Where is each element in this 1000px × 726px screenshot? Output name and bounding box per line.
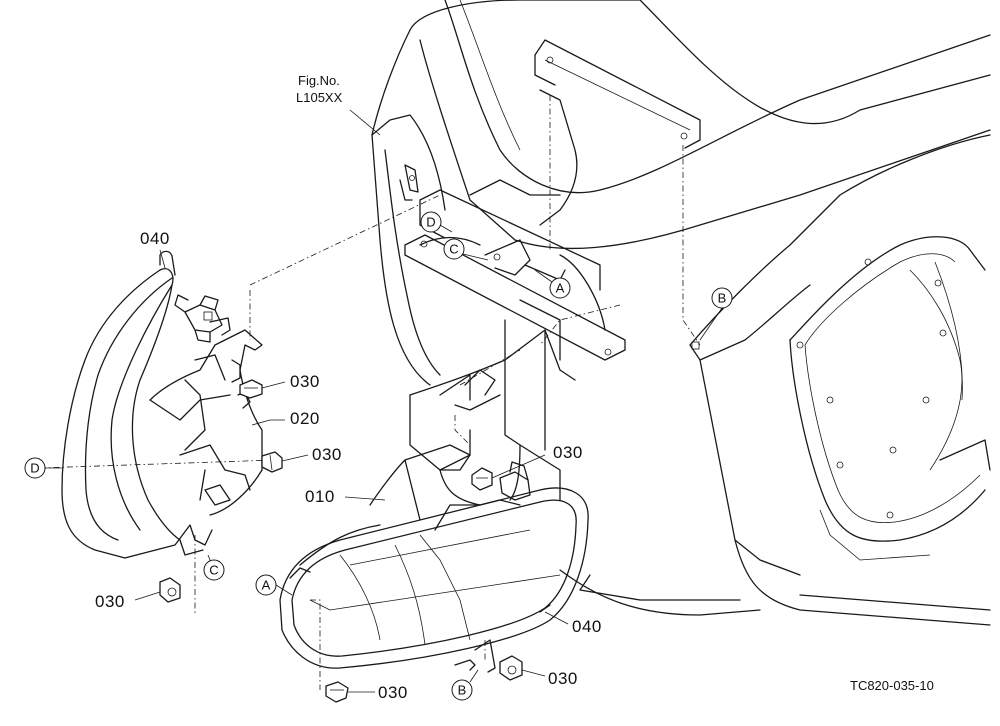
bolts	[159, 379, 523, 703]
svg-text:C: C	[449, 242, 458, 257]
leader-b-lower	[469, 669, 479, 683]
right-headlamp	[279, 444, 589, 673]
svg-text:D: D	[426, 215, 435, 230]
ref-circle-d-left: D	[24, 457, 46, 479]
figure-reference: Fig.No. L105XX TC820-035-10	[296, 73, 934, 693]
hood-body	[371, 0, 991, 626]
leader-a-upper	[534, 269, 553, 283]
label-030-d: 030	[95, 592, 125, 611]
leader-a-lower	[275, 584, 293, 596]
label-030-b: 030	[312, 445, 342, 464]
bolt-mid-left	[261, 451, 283, 473]
svg-text:D: D	[30, 461, 39, 476]
ref-circle-c-lower: C	[203, 559, 225, 581]
label-030-f: 030	[548, 669, 578, 688]
label-020: 020	[290, 409, 320, 428]
ref-circle-d-upper: D	[420, 211, 442, 233]
label-040-right: 040	[572, 617, 602, 636]
bolt-upper-left	[239, 379, 263, 399]
svg-text:B: B	[458, 683, 467, 698]
label-040-left: 040	[140, 229, 170, 248]
svg-text:A: A	[556, 281, 565, 296]
svg-text:B: B	[718, 291, 727, 306]
ref-circle-b-upper: B	[711, 287, 733, 309]
ref-circle-a-upper: A	[549, 277, 571, 299]
reference-markers: D C A B D C A B	[24, 211, 733, 701]
center-frame	[384, 39, 701, 501]
left-headlamp	[61, 250, 263, 559]
drawing-code: TC820-035-10	[850, 678, 934, 693]
ref-circle-a-lower: A	[255, 574, 277, 596]
ref-circle-b-lower: B	[451, 679, 473, 701]
fig-no-value: L105XX	[296, 90, 343, 105]
label-010: 010	[305, 487, 335, 506]
bolt-lower-right	[499, 655, 523, 681]
leader-c-upper	[462, 253, 489, 261]
leader-lines	[134, 109, 569, 693]
svg-text:A: A	[262, 578, 271, 593]
label-030-e: 030	[378, 683, 408, 702]
bolt-upper-right	[471, 467, 493, 491]
mount-point-b	[691, 307, 723, 350]
part-labels: 040 030 020 030 010 030 030 030 030 040	[95, 229, 602, 702]
svg-text:C: C	[209, 563, 218, 578]
label-030-a: 030	[290, 372, 320, 391]
fig-no-label: Fig.No.	[298, 73, 340, 88]
bolt-lower-left	[159, 577, 181, 603]
alignment-lines	[39, 95, 701, 690]
leader-d-upper	[439, 224, 453, 233]
label-030-c: 030	[553, 443, 583, 462]
bolt-lower-center	[325, 681, 349, 703]
ref-circle-c-upper: C	[443, 238, 465, 260]
